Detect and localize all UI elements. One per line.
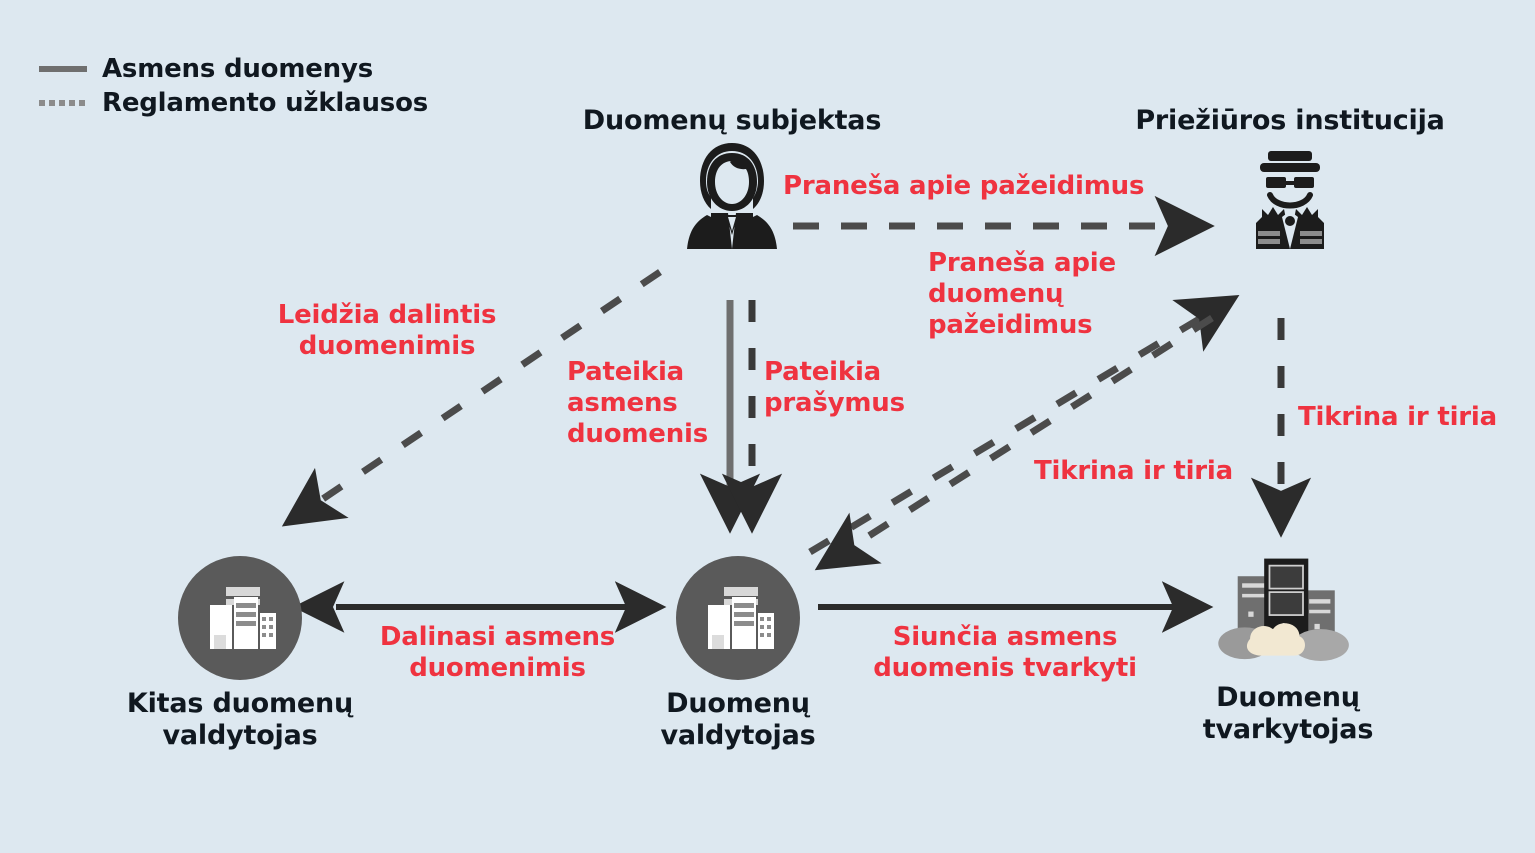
legend-item-solid: Asmens duomenys: [38, 52, 428, 86]
solid-line-icon: [38, 63, 88, 75]
edge-label-subject-to-controller-data: Pateikia asmens duomenis: [567, 357, 709, 450]
node-data-subject[interactable]: Duomenų subjektas: [512, 105, 952, 261]
node-controller[interactable]: Duomenų valdytojas: [573, 556, 903, 752]
node-data-subject-label: Duomenų subjektas: [582, 105, 882, 136]
node-supervisory-authority[interactable]: Priežiūros institucija: [1090, 105, 1490, 261]
building-icon: [178, 556, 302, 680]
node-processor-label: Duomenų tvarkytojas: [1202, 682, 1374, 745]
legend: Asmens duomenys Reglamento užklausos: [38, 52, 428, 120]
dotted-line-icon: [38, 97, 88, 109]
servers-cloud-icon: [1213, 540, 1363, 676]
edge-label-authority-to-controller: Tikrina ir tiria: [1034, 456, 1233, 486]
node-supervisory-authority-label: Priežiūros institucija: [1135, 105, 1445, 136]
node-controller-label: Duomenų valdytojas: [660, 688, 816, 751]
legend-label-personal-data: Asmens duomenys: [102, 54, 374, 84]
edge-label-authority-to-processor: Tikrina ir tiria: [1298, 402, 1497, 432]
legend-label-regulation-requests: Reglamento užklausos: [102, 88, 429, 118]
legend-item-dotted: Reglamento užklausos: [38, 86, 428, 120]
edge-label-subject-to-authority: Praneša apie pažeidimus: [783, 171, 1145, 201]
edge-authority-to-controller: [814, 315, 1214, 571]
edge-controller-to-authority: [808, 294, 1240, 556]
node-processor[interactable]: Duomenų tvarkytojas: [1123, 540, 1453, 746]
edge-label-subject-to-other-controller: Leidžia dalintis duomenimis: [277, 300, 497, 362]
edge-label-subject-to-controller-requests: Pateikia prašymus: [764, 357, 905, 419]
node-other-controller[interactable]: Kitas duomenų valdytojas: [75, 556, 405, 752]
edge-label-controller-to-processor: Siunčia asmens duomenis tvarkyti: [873, 622, 1137, 684]
officer-icon: [1215, 143, 1365, 255]
edge-label-controller-share: Dalinasi asmens duomenimis: [379, 622, 616, 684]
node-other-controller-label: Kitas duomenų valdytojas: [126, 688, 354, 751]
person-icon: [657, 142, 807, 255]
edge-label-controller-to-authority: Praneša apie duomenų pažeidimus: [928, 248, 1116, 341]
building-icon: [676, 556, 800, 680]
